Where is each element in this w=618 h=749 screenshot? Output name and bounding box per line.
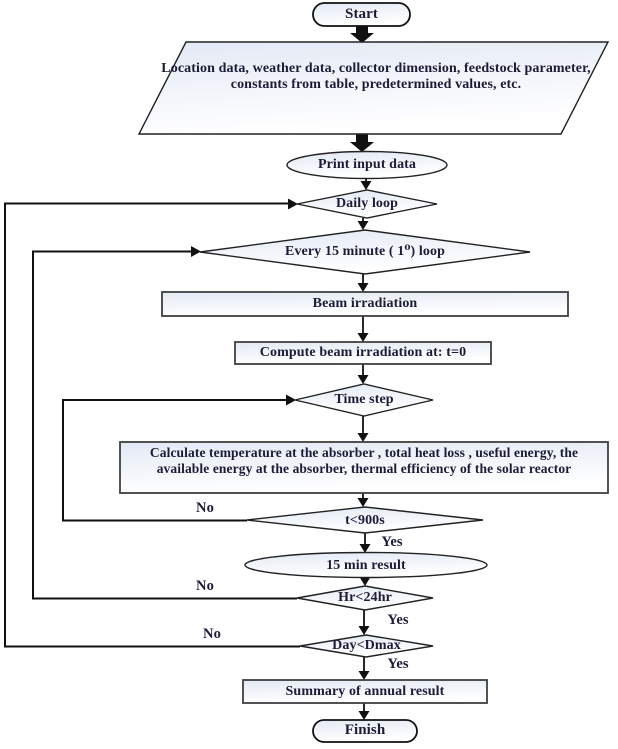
thick-arrow-start-to-input [350, 26, 374, 43]
arrowhead-into-daily-loop [288, 198, 298, 210]
compute-label: Compute beam irradiation at: t=0 [259, 345, 467, 360]
print-input-label: Print input data [317, 157, 417, 172]
time-step-diamond-shape [294, 383, 434, 417]
summary-label: Summary of annual result [285, 684, 445, 699]
arrowhead-result-hrcheck [359, 577, 371, 586]
arrowhead-beam-compute [357, 333, 369, 342]
time-step-label: Time step [334, 392, 394, 407]
arrowhead-timestep-calc [357, 433, 369, 442]
print-input-ellipse-shape [286, 150, 448, 180]
arrowhead-daycheck-summary [358, 671, 370, 680]
daily-loop-diamond-shape [296, 189, 438, 219]
arrowhead-hrcheck-daycheck [358, 626, 370, 635]
start-label: Start [345, 6, 378, 22]
daily-loop-label: Daily loop [335, 196, 399, 211]
hr-check-label: Hr<24hr [338, 590, 392, 605]
yes-label-day-check: Yes [387, 656, 409, 672]
no-label-t-check: No [196, 500, 214, 516]
no-label-day-check: No [203, 626, 221, 642]
minute-loop-label: Every 15 minute ( 1⁰) loop [285, 244, 445, 259]
day-check-diamond-shape [299, 634, 434, 658]
finish-terminator-shape [312, 719, 418, 743]
t-check-diamond-shape [246, 506, 484, 534]
thick-arrow-input-to-print [350, 134, 374, 152]
compute-process-shape [234, 341, 492, 365]
arrowhead-daily-minute [357, 221, 369, 230]
hr-check-diamond-shape [296, 585, 434, 611]
yes-label-hr-check: Yes [387, 612, 409, 628]
yes-label-t-check: Yes [381, 534, 403, 550]
arrowhead-tcheck-result [359, 544, 371, 553]
input-label: Location data, weather data, collector d… [161, 61, 591, 92]
arrowhead-minute-beam [357, 283, 369, 292]
loop-hour-connector [32, 250, 297, 600]
result-label: 15 min result [326, 558, 406, 573]
arrowhead-into-minute-loop [191, 246, 201, 257]
loop-day-connector [4, 202, 300, 648]
arrowhead-compute-timestep [357, 375, 369, 384]
arrowhead-print-daily [360, 181, 372, 190]
t-check-label: t<900s [345, 513, 385, 528]
arrowhead-into-time-step [286, 394, 296, 406]
start-terminator-shape [312, 2, 411, 27]
minute-loop-diamond-shape [199, 229, 531, 275]
arrowhead-calc-tcheck [357, 498, 369, 507]
input-parallelogram-shape [137, 41, 610, 135]
no-label-hr-check: No [196, 578, 214, 594]
finish-label: Finish [344, 722, 386, 738]
beam-process-shape [161, 291, 569, 317]
beam-label: Beam irradiation [312, 296, 418, 311]
summary-process-shape [242, 679, 488, 704]
result-ellipse-shape [244, 551, 488, 579]
loop-timestep-connector [62, 399, 286, 522]
calculate-label: Calculate temperature at the absorber , … [149, 445, 579, 476]
calculate-process-shape [119, 441, 609, 494]
day-check-label: Day<Dmax [332, 638, 401, 653]
arrowhead-summary-finish [358, 711, 370, 720]
